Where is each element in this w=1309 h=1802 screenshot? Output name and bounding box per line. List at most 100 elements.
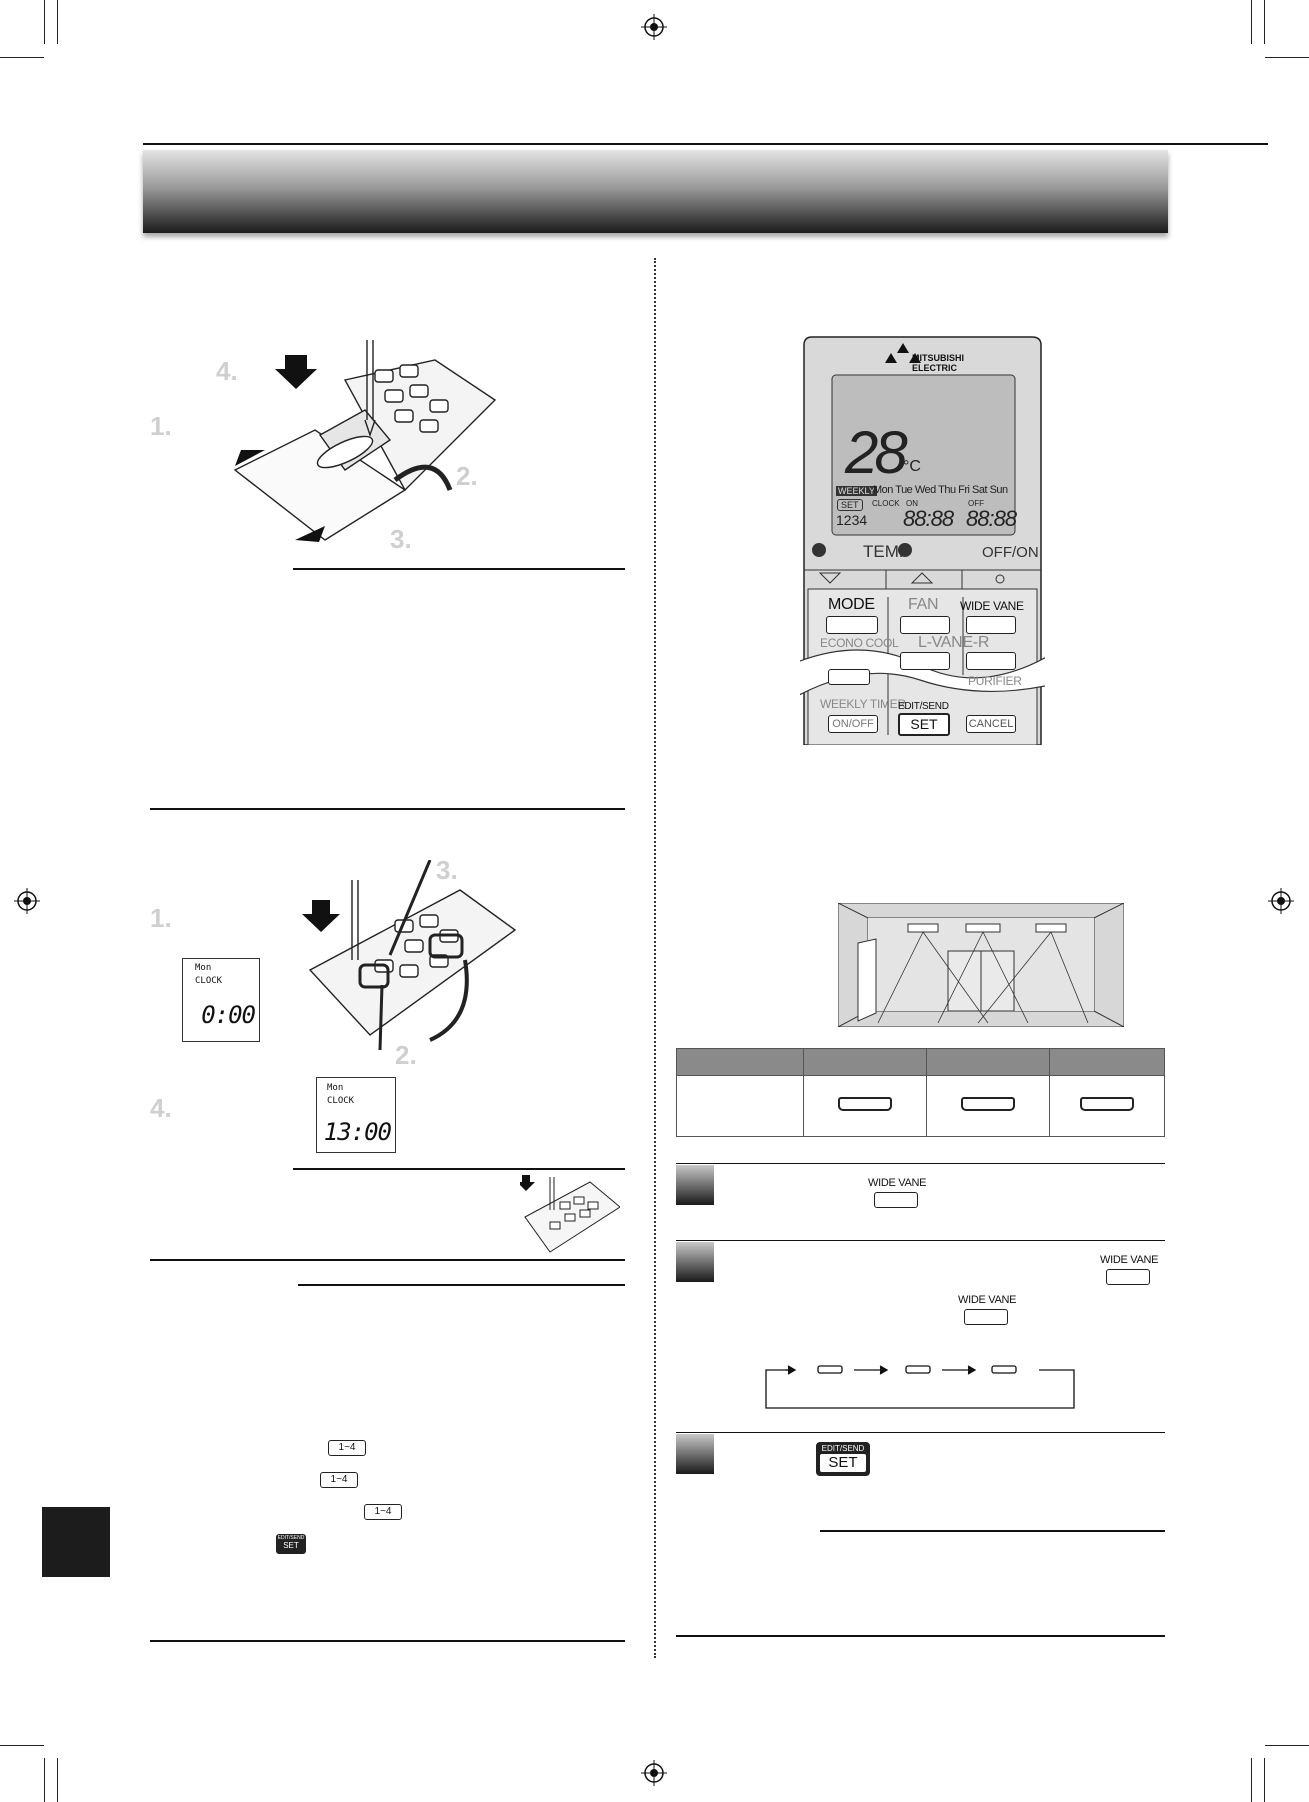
fan-label: FAN xyxy=(908,596,939,613)
program-range-button[interactable]: 1~4 xyxy=(364,1504,402,1520)
clock-display-time: 0:00 xyxy=(201,1001,256,1029)
step-2-rule xyxy=(676,1240,1165,1241)
wide-vane-inline-button[interactable] xyxy=(874,1192,918,1208)
reset-button-thumbnail xyxy=(520,1175,620,1253)
lcd-program: 1234 xyxy=(836,512,868,528)
edit-send-set-inline-button[interactable]: EDIT/SEND SET xyxy=(816,1442,870,1476)
step-1-rule xyxy=(676,1163,1165,1164)
wide-vane-inline-button[interactable] xyxy=(964,1309,1008,1325)
clock-display-day: Mon xyxy=(195,963,212,973)
header-top-rule xyxy=(143,143,1268,145)
left-bottom-rule xyxy=(150,1640,625,1642)
program-range-button[interactable]: 1~4 xyxy=(328,1440,366,1456)
econo-cool-button[interactable] xyxy=(828,669,870,685)
clock-step-4-label: 4. xyxy=(150,1093,172,1123)
clock-display-day: Mon xyxy=(327,1083,344,1093)
wide-vane-button[interactable] xyxy=(966,616,1016,634)
column-divider xyxy=(654,258,656,1658)
lcd-clock: CLOCK xyxy=(872,499,900,508)
clock-section-rule xyxy=(293,1168,625,1170)
wide-vane-inline-label: WIDE VANE xyxy=(958,1294,1017,1306)
battery-step-3-label: 3. xyxy=(390,524,412,554)
wide-vane-label: WIDE VANE xyxy=(960,599,1024,613)
clock-display-blinking: Mon CLOCK 0:00 xyxy=(182,958,260,1042)
clock-step-3-label: 3. xyxy=(436,855,458,885)
step-1-marker xyxy=(676,1165,714,1205)
set-inline-label: SET xyxy=(820,1454,866,1472)
table-header-cell xyxy=(803,1048,927,1076)
set-button-small-caption: EDIT/SEND xyxy=(277,1535,305,1541)
wide-vane-inline-label: WIDE VANE xyxy=(868,1177,927,1189)
step-2-marker xyxy=(676,1242,714,1282)
mode-label: MODE xyxy=(828,596,875,613)
vane-right-icon xyxy=(1080,1096,1134,1111)
remote-brand-sub: ELECTRIC xyxy=(912,363,957,373)
program-range-button[interactable]: 1~4 xyxy=(320,1472,358,1488)
econo-cool-label: ECONO COOL xyxy=(820,636,899,650)
cancel-button[interactable]: CANCEL xyxy=(966,715,1016,733)
table-header-cell xyxy=(1049,1048,1165,1076)
clock-display-label: CLOCK xyxy=(195,976,223,986)
vane-center-icon xyxy=(961,1096,1015,1111)
battery-step-2-label: 2. xyxy=(456,461,478,491)
lcd-on: ON xyxy=(906,499,918,508)
battery-install-illustration xyxy=(233,340,497,542)
lcd-off: OFF xyxy=(968,499,984,508)
clock-display-set: Mon CLOCK 13:00 xyxy=(316,1077,396,1153)
table-header-cell xyxy=(676,1048,804,1076)
clock-display-label: CLOCK xyxy=(327,1096,355,1106)
header-band xyxy=(143,150,1168,233)
clock-setting-illustration xyxy=(302,860,517,1051)
step-3-marker xyxy=(676,1434,714,1474)
left-section-divider-2 xyxy=(150,1259,625,1261)
note-rule xyxy=(820,1530,1165,1532)
right-bottom-rule xyxy=(676,1635,1165,1637)
edit-send-label: EDIT/SEND xyxy=(898,701,949,712)
offon-label: OFF/ON xyxy=(982,544,1039,561)
registration-mark-right xyxy=(1268,888,1294,914)
clock-step-1-label: 1. xyxy=(150,903,172,933)
lcd-set: SET xyxy=(837,499,863,511)
fan-button[interactable] xyxy=(900,616,950,634)
l-vane-r-label: L-VANE-R xyxy=(918,634,990,651)
temp-label: TEMP xyxy=(863,542,911,561)
battery-section-rule xyxy=(293,568,625,570)
set-button-small[interactable]: EDIT/SEND SET xyxy=(276,1534,306,1554)
registration-mark-bottom xyxy=(641,1760,667,1786)
table-row xyxy=(676,1075,1165,1137)
lcd-temperature-unit: °C xyxy=(903,458,921,475)
table-cell xyxy=(926,1075,1050,1137)
room-airflow-illustration xyxy=(838,903,1124,1027)
language-tab xyxy=(42,1507,110,1577)
wide-vane-inline-button[interactable] xyxy=(1106,1269,1150,1285)
weekly-timer-onoff-button[interactable]: ON/OFF xyxy=(828,715,878,733)
edit-send-set-button[interactable]: SET xyxy=(898,713,950,736)
lcd-temperature: 28 xyxy=(845,419,908,486)
table-cell xyxy=(1049,1075,1165,1137)
purifier-label: PURIFIER xyxy=(968,674,1022,688)
registration-mark-top xyxy=(641,14,667,40)
clock-step-2-label: 2. xyxy=(395,1040,417,1070)
wide-vane-inline-label: WIDE VANE xyxy=(1100,1254,1159,1266)
table-cell xyxy=(676,1075,804,1137)
left-section-divider-1 xyxy=(150,808,625,810)
registration-mark-left xyxy=(14,888,40,914)
edit-send-inline-caption: EDIT/SEND xyxy=(821,1444,865,1453)
step-3-rule xyxy=(676,1432,1165,1433)
vane-direction-table xyxy=(676,1048,1165,1137)
l-vane-button[interactable] xyxy=(900,652,950,670)
r-vane-button[interactable] xyxy=(966,652,1016,670)
clock-display-time: 13:00 xyxy=(323,1118,392,1146)
battery-step-4-label: 4. xyxy=(216,356,238,386)
lcd-weekly: WEEKLY xyxy=(836,486,877,496)
lcd-time-left: 88:88 xyxy=(903,506,954,531)
mode-button[interactable] xyxy=(826,616,878,634)
table-header-row xyxy=(676,1048,1165,1076)
battery-step-1-label: 1. xyxy=(150,411,172,441)
lcd-days: Mon Tue Wed Thu Fri Sat Sun xyxy=(873,484,1008,496)
set-button-small-label: SET xyxy=(283,1541,299,1550)
table-cell xyxy=(803,1075,927,1137)
table-header-cell xyxy=(926,1048,1050,1076)
weekly-section-rule xyxy=(298,1284,625,1286)
weekly-timer-label: WEEKLY TIMER xyxy=(820,697,906,711)
